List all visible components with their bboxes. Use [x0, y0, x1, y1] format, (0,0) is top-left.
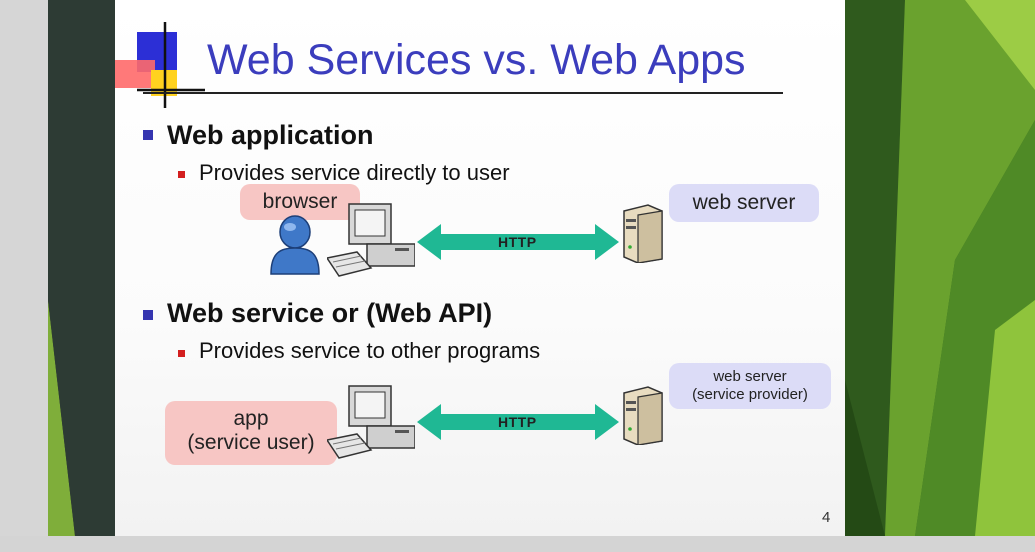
bullet-level1 — [143, 310, 153, 320]
heading-web-service: Web service or (Web API) — [167, 298, 493, 328]
bullet-level1 — [143, 130, 153, 140]
right-decoration — [845, 0, 1035, 536]
sub-web-service: Provides service to other programs — [199, 338, 541, 363]
bottom-bar — [0, 536, 1035, 552]
web-server-label: web server — [669, 184, 819, 222]
user-icon — [270, 215, 320, 275]
browser-label: browser — [240, 184, 360, 220]
left-decoration — [0, 0, 115, 536]
computer-icon — [327, 203, 415, 277]
http-label: HTTP — [498, 414, 537, 430]
server-icon — [623, 204, 663, 263]
slide: Web Services vs. Web Apps Web applicatio… — [115, 0, 845, 536]
page-number: 4 — [822, 509, 831, 526]
heading-web-application: Web application — [167, 120, 374, 150]
app-label: app — [233, 407, 269, 430]
slide-title: Web Services vs. Web Apps — [207, 36, 746, 84]
title-rule — [143, 92, 783, 94]
sub-web-application: Provides service directly to user — [199, 160, 510, 185]
http-label: HTTP — [498, 234, 537, 250]
web-server-provider-label: web server (service provider) — [669, 363, 831, 409]
bullet-level2 — [178, 171, 185, 178]
presentation-frame: Web Services vs. Web Apps Web applicatio… — [0, 0, 1035, 536]
server-icon — [623, 386, 663, 445]
service-user-label: (service user) — [187, 431, 315, 454]
double-arrow-icon — [417, 404, 619, 440]
computer-icon — [327, 385, 415, 459]
double-arrow-icon — [417, 224, 619, 260]
bullet-level2 — [178, 350, 185, 357]
app-service-user-label: app (service user) — [165, 401, 337, 465]
service-provider-line: (service provider) — [692, 386, 808, 403]
web-server-line: web server — [713, 368, 787, 385]
logo-squares — [115, 22, 205, 108]
